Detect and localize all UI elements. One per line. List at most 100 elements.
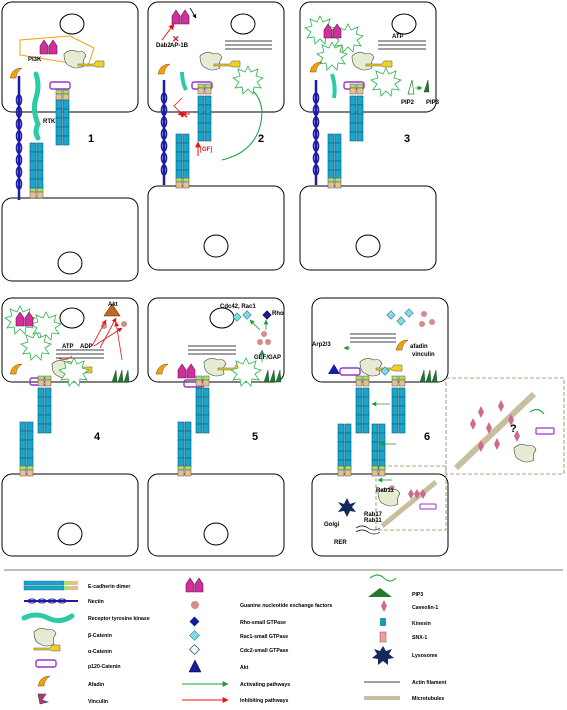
legend-label: Guanine nucleotide exchange factors — [240, 603, 332, 609]
microtubule — [453, 391, 537, 471]
legend-pip3-outline-icon — [369, 574, 397, 582]
beta-catenin-icon — [513, 444, 537, 463]
label-rab11: Rab11 — [364, 518, 382, 524]
legend-label: Receptor tyrosine kinase — [88, 616, 150, 622]
actin-filaments — [350, 333, 396, 343]
gef-icon — [265, 339, 271, 345]
block-mark-icon: ✕ — [172, 34, 180, 44]
nucleus — [355, 234, 381, 258]
pip3-icon — [529, 408, 545, 415]
e-cadherin-dimer — [20, 422, 33, 467]
akt-icon — [103, 303, 121, 317]
gef-icon — [261, 331, 267, 337]
legend: E-cadherin dimer Nectin Receptor tyrosin… — [4, 569, 563, 705]
actin-filaments — [188, 345, 236, 355]
label-akt: Akt — [108, 302, 118, 308]
label-cdc42-rac1: Cdc42, Rac1 — [220, 304, 256, 310]
gef-icon — [419, 321, 425, 327]
label-dab2: Dab2 — [156, 43, 171, 49]
gef-icon — [421, 311, 427, 317]
rer-icon — [355, 525, 381, 535]
rtk-icon — [31, 71, 41, 141]
label-arp23: Arp2/3 — [312, 342, 331, 348]
panel-number: 3 — [404, 133, 410, 145]
nucleus — [230, 13, 256, 35]
pip2-icon — [407, 79, 415, 95]
label-afadin: afadin — [410, 344, 428, 350]
block-mark-icon: ✕ — [180, 110, 188, 121]
legend-afadin-icon — [37, 675, 51, 687]
label-rer: RER — [334, 540, 347, 546]
gef-icon — [121, 321, 127, 327]
panel-6: Arp2/3 afadin vinculin Rab11 Rab17 Rab11… — [311, 297, 565, 557]
nucleus — [203, 522, 229, 546]
nucleus — [59, 13, 85, 35]
legend-label: p120-Catenin — [88, 664, 121, 670]
legend-kinesin-icon — [380, 618, 386, 626]
cell-top — [311, 297, 449, 383]
legend-cdc2-icon — [188, 643, 201, 656]
lysosome-icon — [338, 498, 356, 517]
panel-number: 2 — [258, 133, 264, 145]
label-pi3k: PI3K — [28, 57, 42, 63]
inhibiting-arrow — [91, 319, 107, 347]
cell-bottom — [1, 197, 139, 282]
rac1-icon — [232, 312, 242, 322]
label-atp: ATP — [392, 34, 404, 40]
legend-label: Microtubules — [412, 696, 444, 702]
legend-rac1-icon — [189, 630, 200, 641]
e-cadherin-dimer — [176, 134, 189, 179]
legend-snx1-icon — [379, 631, 387, 643]
e-cadherin-dimer — [392, 388, 405, 433]
panel-4: Akt ATP ADP 4 — [1, 297, 139, 557]
legend-rtk-icon — [21, 612, 75, 624]
panel-number: 4 — [94, 431, 101, 443]
legend-pi3k-icon — [185, 577, 204, 593]
panel-2: ✕ ✕ Dab2 AP-1B [GF] 2 — [147, 1, 285, 271]
nucleus — [57, 251, 83, 275]
legend-label: Nectin — [88, 599, 104, 605]
panel-5: Cdc42, Rac1 Rho GEF/GAP 5 — [147, 297, 285, 557]
cell-bottom — [299, 185, 437, 271]
legend-rho-icon — [189, 616, 200, 627]
actin-filaments — [225, 40, 272, 50]
label-vinculin: vinculin — [412, 352, 435, 358]
p120-catenin-icon — [419, 503, 437, 510]
nectin-chain-icon — [160, 80, 168, 185]
e-cadherin-dimer — [178, 422, 191, 467]
label-rho: Rho — [272, 311, 284, 317]
legend-label: SNX-1 — [412, 635, 427, 641]
e-cadherin-dimer — [356, 388, 369, 433]
legend-caveolin-icon — [381, 600, 387, 612]
caveolin-cluster — [470, 400, 520, 452]
legend-akt-icon — [188, 659, 202, 673]
panel-number: 1 — [88, 133, 94, 145]
e-cadherin-dimer — [196, 388, 209, 433]
zoom-inset — [375, 465, 447, 531]
caveolin-icon — [420, 489, 426, 499]
panel-number: 5 — [252, 431, 258, 443]
activating-arrow — [249, 319, 261, 331]
legend-label: Kinesin — [412, 621, 431, 627]
legend-gef-icon — [191, 601, 199, 609]
rtk-icon — [180, 71, 188, 91]
legend-lysosome-icon — [372, 646, 394, 665]
panel-number: 6 — [424, 431, 430, 443]
panel-3: ATP PIP2 PIP3 3 — [299, 1, 440, 271]
label-golgi: Golgi — [324, 522, 340, 528]
rac1-icon — [242, 310, 252, 320]
legend-label: Afadin — [88, 682, 104, 688]
caveolin-icon — [414, 489, 420, 499]
legend-label: E-cadherin dimer — [88, 584, 130, 590]
legend-label: Akt — [240, 665, 249, 671]
legend-label: Activating pathways — [240, 682, 290, 688]
label-gf: [GF] — [200, 147, 212, 153]
legend-pip3-icon — [368, 588, 392, 597]
zoom-inset — [445, 377, 565, 475]
rac1-icon — [380, 366, 390, 376]
nucleus — [59, 307, 85, 329]
rac1-icon — [404, 308, 414, 318]
microtubule — [380, 480, 438, 528]
